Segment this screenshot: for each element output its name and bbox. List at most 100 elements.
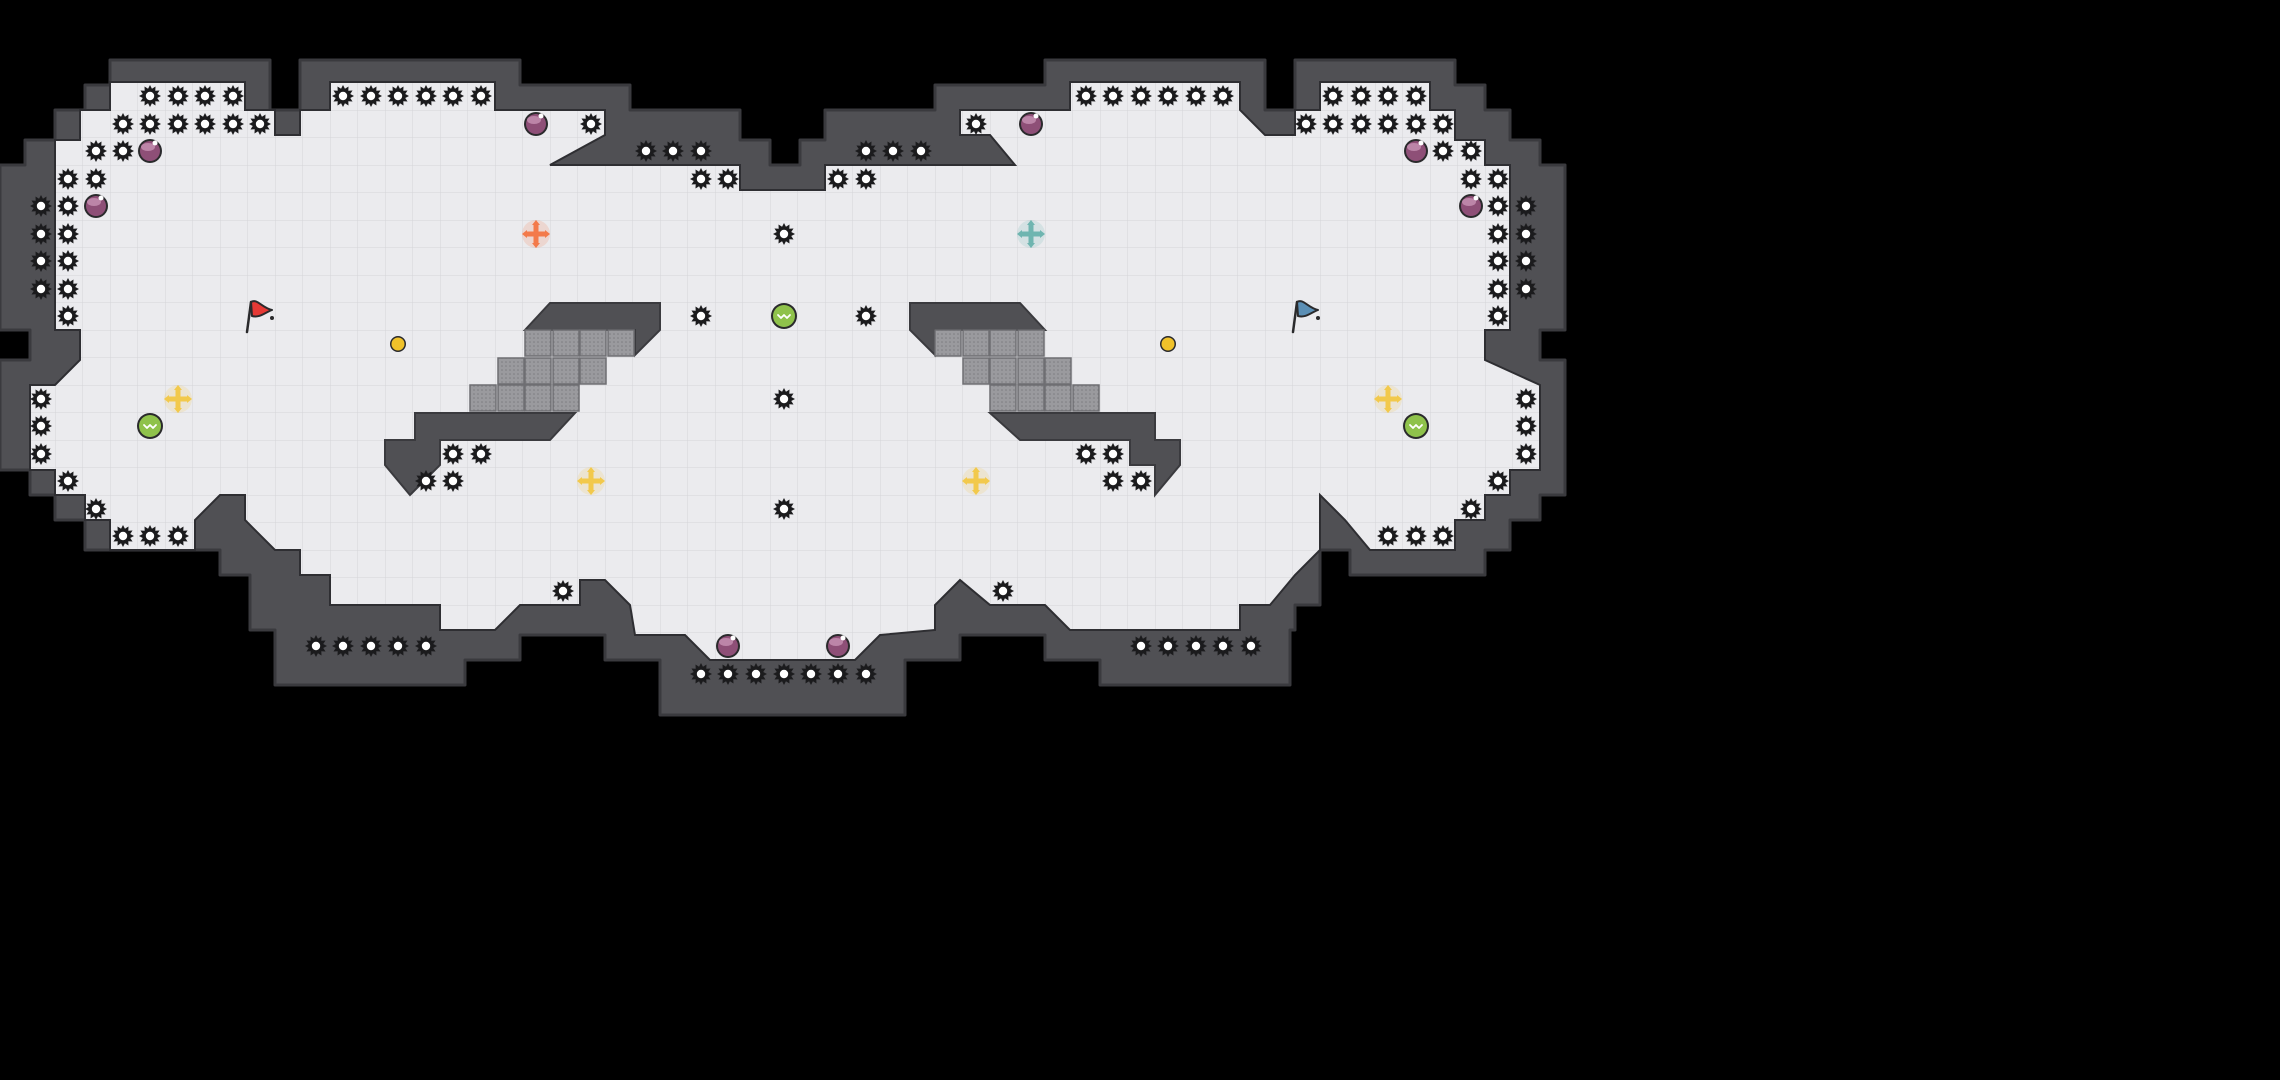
- spike-mine-icon: [1102, 470, 1124, 492]
- crate-block: [469, 384, 497, 412]
- spike-mine-icon: [1432, 525, 1454, 547]
- bomb-orb-icon: [138, 139, 162, 163]
- spike-mine-icon: [30, 278, 52, 300]
- bomb-orb-icon: [1019, 112, 1043, 136]
- spawn-cross-icon: [962, 467, 990, 495]
- spike-mine-icon: [1102, 85, 1124, 107]
- spike-mine-icon: [85, 140, 107, 162]
- spike-mine-icon: [827, 168, 849, 190]
- spike-mine-icon: [1515, 415, 1537, 437]
- spike-mine-icon: [1185, 85, 1207, 107]
- crate-block: [1072, 384, 1100, 412]
- crate-block: [1017, 384, 1045, 412]
- spike-mine-icon: [332, 85, 354, 107]
- crate-block: [552, 357, 580, 385]
- spike-mine-icon: [57, 168, 79, 190]
- spike-mine-icon: [57, 250, 79, 272]
- crate-block: [497, 357, 525, 385]
- spike-mine-icon: [57, 195, 79, 217]
- spawn-cross-icon: [1374, 385, 1402, 413]
- spike-mine-icon: [57, 278, 79, 300]
- spike-mine-icon: [1130, 635, 1152, 657]
- spike-mine-icon: [635, 140, 657, 162]
- spike-mine-icon: [30, 195, 52, 217]
- spike-mine-icon: [855, 663, 877, 685]
- crate-block: [524, 329, 552, 357]
- spike-mine-icon: [1075, 85, 1097, 107]
- spike-mine-icon: [112, 525, 134, 547]
- spike-mine-icon: [1432, 113, 1454, 135]
- spike-mine-icon: [30, 415, 52, 437]
- crate-block: [1017, 329, 1045, 357]
- spike-mine-icon: [360, 635, 382, 657]
- crate-block: [989, 384, 1017, 412]
- crate-block: [962, 357, 990, 385]
- spike-mine-icon: [1515, 388, 1537, 410]
- spike-mine-icon: [1295, 113, 1317, 135]
- spike-mine-icon: [910, 140, 932, 162]
- spike-mine-icon: [222, 113, 244, 135]
- spike-mine-icon: [387, 635, 409, 657]
- spike-mine-icon: [662, 140, 684, 162]
- spike-mine-icon: [442, 470, 464, 492]
- spike-mine-icon: [965, 113, 987, 135]
- spike-mine-icon: [85, 168, 107, 190]
- spike-mine-icon: [1487, 223, 1509, 245]
- spike-mine-icon: [1130, 85, 1152, 107]
- spike-mine-icon: [194, 113, 216, 135]
- spike-mine-icon: [773, 388, 795, 410]
- spawn-cross-icon: [164, 385, 192, 413]
- spike-mine-icon: [855, 140, 877, 162]
- spike-mine-icon: [800, 663, 822, 685]
- pellet-icon: [390, 336, 406, 352]
- spike-mine-icon: [85, 498, 107, 520]
- spike-mine-icon: [773, 498, 795, 520]
- crate-block: [552, 329, 580, 357]
- spike-mine-icon: [442, 443, 464, 465]
- spike-mine-icon: [1185, 635, 1207, 657]
- spike-mine-icon: [690, 663, 712, 685]
- spike-mine-icon: [992, 580, 1014, 602]
- spike-mine-icon: [1515, 195, 1537, 217]
- bomb-orb-icon: [716, 634, 740, 658]
- spike-mine-icon: [1212, 85, 1234, 107]
- spawn-cross-icon: [522, 220, 550, 248]
- spike-mine-icon: [1405, 525, 1427, 547]
- inner-walls: [384, 302, 1181, 498]
- crate-block: [1044, 357, 1072, 385]
- crate-block: [1017, 357, 1045, 385]
- spike-mine-icon: [1377, 85, 1399, 107]
- crate-block: [989, 357, 1017, 385]
- bomb-orb-icon: [1459, 194, 1483, 218]
- spike-mine-icon: [773, 663, 795, 685]
- spike-mine-icon: [442, 85, 464, 107]
- spike-mine-icon: [57, 305, 79, 327]
- pickup-items: [84, 112, 1483, 658]
- spike-mine-icon: [1322, 113, 1344, 135]
- spike-mine-icon: [30, 250, 52, 272]
- spike-mine-icon: [1460, 498, 1482, 520]
- spike-mine-icon: [332, 635, 354, 657]
- spike-mine-icon: [1432, 140, 1454, 162]
- bomb-orb-icon: [826, 634, 850, 658]
- spawn-cross-icon: [1017, 220, 1045, 248]
- blue-flag-icon: [1291, 300, 1320, 334]
- spike-mine-icon: [470, 85, 492, 107]
- spike-mine-icon: [139, 85, 161, 107]
- spike-mine-icon: [690, 305, 712, 327]
- crate-block: [962, 329, 990, 357]
- bomb-orb-icon: [1404, 139, 1428, 163]
- team-flags: [245, 300, 1320, 334]
- spike-mine-icon: [1460, 140, 1482, 162]
- spike-mine-icon: [690, 140, 712, 162]
- spike-mine-icon: [167, 525, 189, 547]
- arena-floor: [29, 81, 1541, 661]
- spike-mine-icon: [827, 663, 849, 685]
- spike-mine-icon: [470, 443, 492, 465]
- spike-mine-icon: [167, 85, 189, 107]
- spike-mine-icon: [690, 168, 712, 190]
- spike-mine-icon: [30, 223, 52, 245]
- spike-mine-icon: [1515, 250, 1537, 272]
